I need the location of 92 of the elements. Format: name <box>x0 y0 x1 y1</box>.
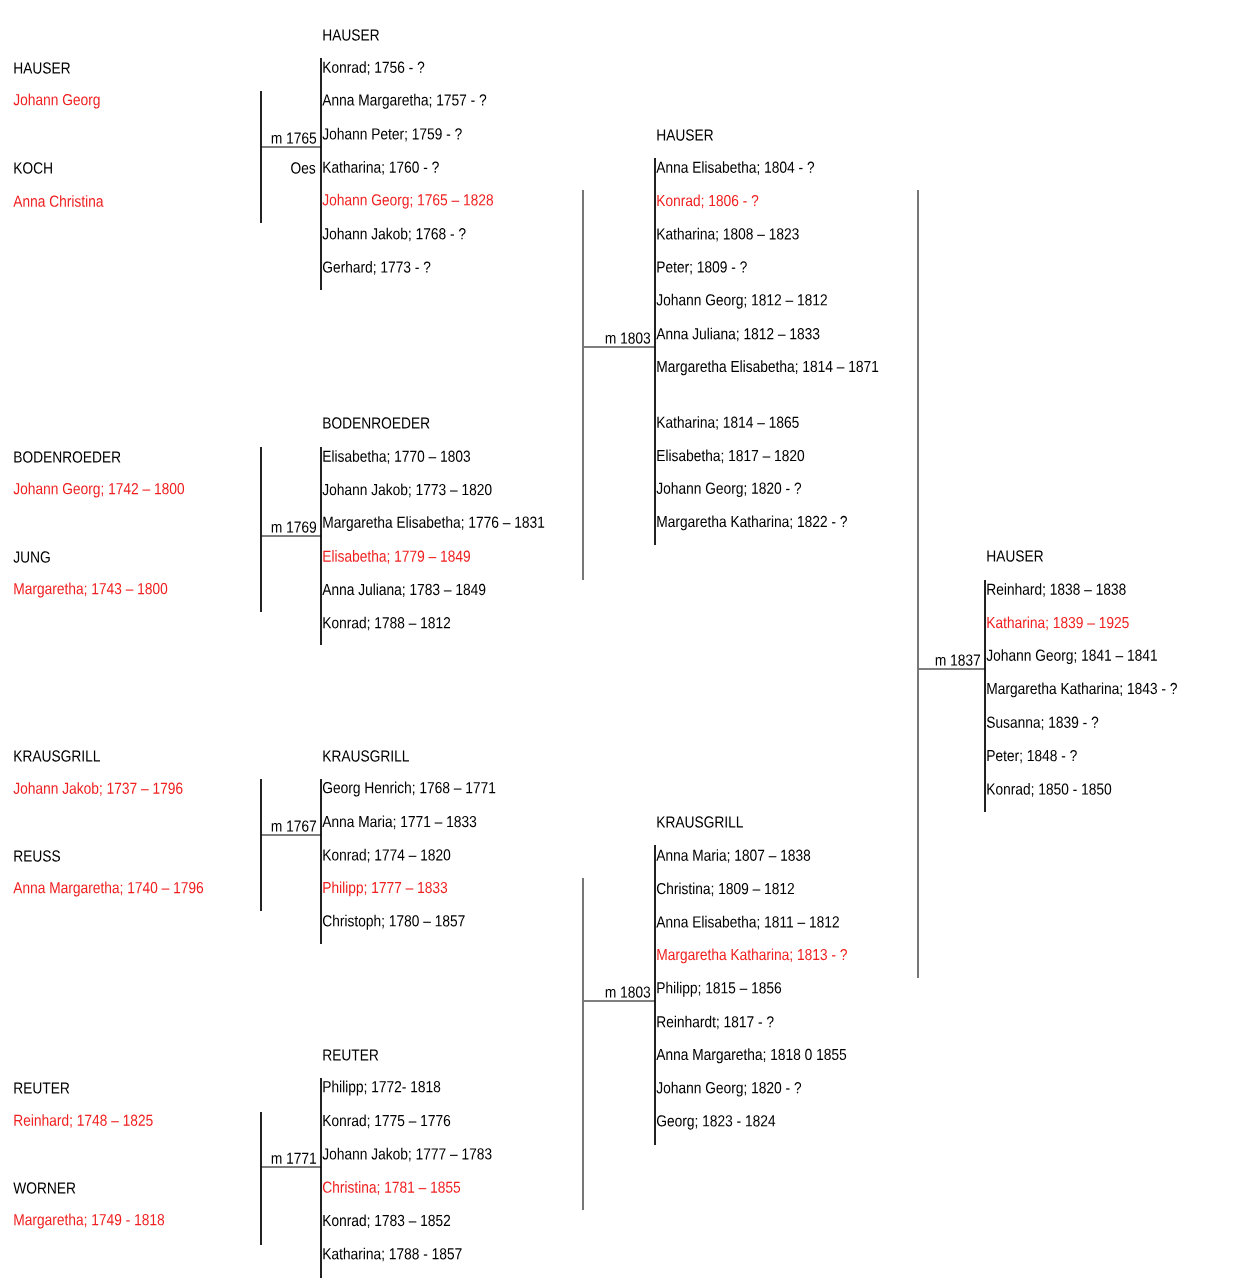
person-name: Johann Georg; 1742 – 1800 <box>13 482 185 498</box>
person-name: Philipp; 1777 – 1833 <box>323 881 448 897</box>
person-name: Katharina; 1839 – 1925 <box>987 616 1129 631</box>
edge-label: m 1803 <box>605 332 651 344</box>
connector-line <box>261 1166 322 1168</box>
surname-heading: KRAUSGRILL <box>323 750 409 762</box>
person-name: Peter; 1848 - ? <box>987 749 1077 764</box>
surname-heading: HAUSER <box>987 550 1043 562</box>
person-name: Reinhard; 1748 – 1825 <box>14 1114 153 1128</box>
person-name: Anna Juliana; 1783 – 1849 <box>322 583 486 598</box>
person-name: Elisabetha; 1770 – 1803 <box>323 450 471 464</box>
person-name: Johann Jakob; 1737 – 1796 <box>13 782 183 796</box>
person-name: Johann Jakob; 1773 – 1820 <box>322 483 492 498</box>
connector-line <box>583 346 656 348</box>
person-name: Christoph; 1780 – 1857 <box>322 914 465 930</box>
surname-heading: KRAUSGRILL <box>14 750 100 762</box>
edge-label: m 1771 <box>271 1152 317 1164</box>
connector-line <box>261 146 322 148</box>
person-name: Johann Georg; 1765 – 1828 <box>322 193 493 209</box>
person-name: Anna Margaretha; 1740 – 1796 <box>13 881 204 897</box>
person-name: Konrad; 1774 – 1820 <box>323 848 451 863</box>
person-name: Johann Peter; 1759 - ? <box>322 127 462 142</box>
surname-heading: BODENROEDER <box>14 451 121 463</box>
surname-heading: JUNG <box>13 551 50 563</box>
person-name: Katharina; 1814 – 1865 <box>657 416 799 430</box>
place-label: Oes <box>291 162 316 174</box>
person-name: Margaretha Elisabetha; 1776 – 1831 <box>323 516 545 532</box>
bracket-line <box>582 189 584 581</box>
person-name: Reinhard; 1838 – 1838 <box>987 583 1126 597</box>
person-name: Margaretha; 1743 – 1800 <box>14 582 168 598</box>
person-name: Margaretha Katharina; 1843 - ? <box>987 682 1177 698</box>
bracket-line <box>917 189 919 979</box>
person-name: Anna Maria; 1807 – 1838 <box>656 849 811 863</box>
person-name: Konrad; 1806 - ? <box>657 194 759 209</box>
connector-line <box>918 668 986 670</box>
person-name: Christina; 1809 – 1812 <box>656 882 794 897</box>
person-name: Konrad; 1756 - ? <box>323 61 425 75</box>
edge-label: m 1803 <box>605 986 651 998</box>
person-name: Peter; 1809 - ? <box>657 261 747 275</box>
edge-label: m 1769 <box>271 521 317 533</box>
person-name: Anna Margaretha; 1757 - ? <box>322 93 487 109</box>
person-name: Margaretha Elisabetha; 1814 – 1871 <box>657 360 879 376</box>
surname-heading: KOCH <box>14 162 52 174</box>
surname-heading: REUTER <box>14 1082 70 1094</box>
person-name: Johann Jakob; 1768 - ? <box>322 227 466 242</box>
person-name: Johann Georg; 1820 - ? <box>656 482 802 498</box>
edge-label: m 1765 <box>271 132 317 144</box>
person-name: Anna Elisabetha; 1804 - ? <box>656 161 815 175</box>
surname-heading: WORNER <box>13 1182 76 1194</box>
person-name: Susanna; 1839 - ? <box>986 716 1099 730</box>
edge-label: m 1767 <box>271 820 317 832</box>
person-name: Anna Elisabetha; 1811 – 1812 <box>656 915 839 930</box>
person-name: Anna Juliana; 1812 – 1833 <box>656 327 820 342</box>
edge-label: m 1837 <box>935 654 981 666</box>
person-name: Johann Georg; 1841 – 1841 <box>986 649 1157 665</box>
person-name: Margaretha Katharina; 1822 - ? <box>657 515 847 531</box>
surname-heading: REUTER <box>323 1049 379 1061</box>
person-name: Konrad; 1850 - 1850 <box>987 783 1112 797</box>
person-name: Elisabetha; 1817 – 1820 <box>657 449 805 464</box>
person-name: Christina; 1781 – 1855 <box>322 1181 461 1195</box>
surname-heading: HAUSER <box>14 62 70 74</box>
connector-line <box>261 535 322 537</box>
person-name: Konrad; 1783 – 1852 <box>323 1214 451 1229</box>
person-name: Margaretha; 1749 - 1818 <box>14 1213 165 1229</box>
surname-heading: REUSS <box>14 850 61 862</box>
surname-heading: HAUSER <box>657 129 713 141</box>
person-name: Johann Georg; 1820 - ? <box>656 1081 802 1097</box>
person-name: Reinhardt; 1817 - ? <box>657 1015 774 1030</box>
bracket-line <box>582 877 584 1211</box>
person-name: Georg Henrich; 1768 – 1771 <box>322 781 496 797</box>
surname-heading: HAUSER <box>323 29 379 41</box>
person-name: Anna Margaretha; 1818 0 1855 <box>656 1048 847 1064</box>
person-name: Philipp; 1772- 1818 <box>323 1080 441 1096</box>
person-name: Konrad; 1775 – 1776 <box>323 1114 451 1129</box>
person-name: Johann Georg <box>13 93 100 109</box>
person-name: Elisabetha; 1779 – 1849 <box>323 550 470 564</box>
person-name: Katharina; 1788 - 1857 <box>323 1247 462 1262</box>
person-name: Gerhard; 1773 - ? <box>322 261 431 275</box>
person-name: Katharina; 1808 – 1823 <box>657 227 799 242</box>
connector-line <box>583 1000 656 1002</box>
person-name: Anna Christina <box>13 195 104 207</box>
connector-line <box>261 834 322 836</box>
person-name: Georg; 1823 - 1824 <box>656 1115 776 1130</box>
person-name: Katharina; 1760 - ? <box>323 161 439 175</box>
person-name: Johann Georg; 1812 – 1812 <box>656 293 827 309</box>
person-name: Margaretha Katharina; 1813 - ? <box>657 948 847 964</box>
person-name: Anna Maria; 1771 – 1833 <box>322 815 477 830</box>
person-name: Konrad; 1788 – 1812 <box>323 616 451 631</box>
surname-heading: BODENROEDER <box>323 417 430 429</box>
surname-heading: KRAUSGRILL <box>657 816 743 828</box>
person-name: Philipp; 1815 – 1856 <box>657 981 782 997</box>
person-name: Johann Jakob; 1777 – 1783 <box>322 1147 492 1162</box>
